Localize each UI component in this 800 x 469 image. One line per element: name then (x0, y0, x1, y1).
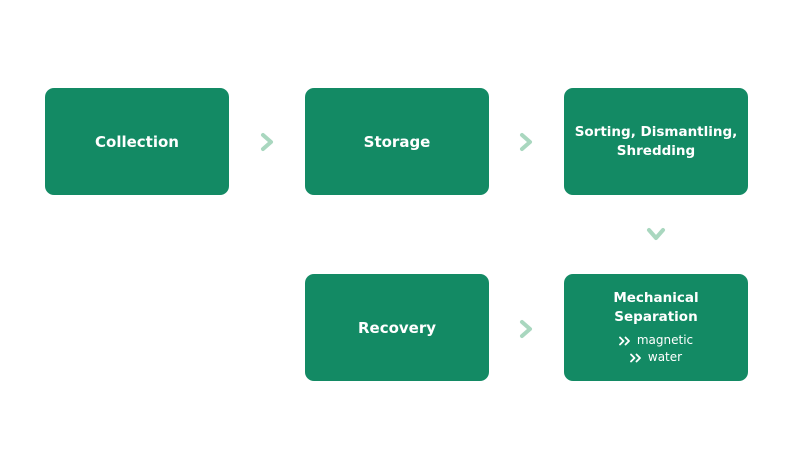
recovery-box: Recovery (305, 274, 489, 381)
recovery-label: Recovery (357, 318, 437, 337)
chevron-down-icon (645, 223, 667, 245)
method-label: magnetic (636, 333, 694, 347)
separation-title: Mechanical Separation (613, 290, 699, 325)
storage-label: Storage (363, 132, 431, 151)
method-item: magnetic (618, 332, 694, 349)
storage-box: Storage (305, 88, 489, 195)
separation-methods: magnetic water (618, 332, 694, 366)
method-item: water (629, 349, 683, 366)
chevron-right-icon (515, 131, 537, 153)
chevron-right-icon (256, 131, 278, 153)
collection-label: Collection (95, 132, 179, 151)
sorting-label: Sorting, Dismantling, Shredding (574, 123, 738, 159)
double-chevron-icon (618, 336, 630, 345)
sorting-box: Sorting, Dismantling, Shredding (564, 88, 748, 195)
method-label: water (647, 350, 683, 364)
separation-box: Mechanical Separation magnetic water (564, 274, 748, 381)
chevron-right-icon (515, 318, 537, 340)
double-chevron-icon (629, 353, 641, 362)
collection-box: Collection (45, 88, 229, 195)
